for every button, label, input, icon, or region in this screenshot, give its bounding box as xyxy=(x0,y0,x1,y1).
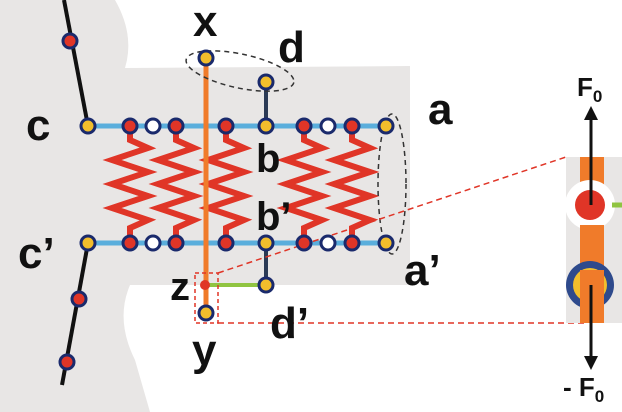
spring-group xyxy=(102,134,380,236)
node-red xyxy=(167,117,185,135)
node-red xyxy=(167,234,185,252)
node-white xyxy=(144,234,162,252)
force-arrow-up-head xyxy=(584,106,598,120)
node-red xyxy=(217,117,235,135)
node-dprime xyxy=(257,276,275,294)
node-white xyxy=(319,117,337,135)
node-red xyxy=(217,234,235,252)
zoom-line-top xyxy=(217,156,567,274)
label-force-bottom-sub: 0 xyxy=(595,387,604,406)
node-red xyxy=(121,234,139,252)
label-dprime: d’ xyxy=(270,299,309,348)
label-force-top-sub: 0 xyxy=(593,87,602,106)
node-aprime xyxy=(377,234,395,252)
zoom-box xyxy=(194,272,219,324)
dashed-ellipse-a xyxy=(377,113,407,255)
node-z xyxy=(200,280,210,290)
node-bprime xyxy=(257,234,275,252)
dashed-ellipse-xd xyxy=(185,50,295,92)
spring-2 xyxy=(148,134,204,236)
node-red xyxy=(121,117,139,135)
label-force-bottom-main: - F xyxy=(563,372,595,402)
force-arrow-down xyxy=(584,285,598,370)
node-d xyxy=(257,73,275,91)
zoom-inset xyxy=(565,157,622,323)
label-b: b xyxy=(256,137,280,181)
label-bprime: b’ xyxy=(256,195,292,239)
node-red xyxy=(295,234,313,252)
node-y xyxy=(197,304,215,322)
node-white xyxy=(319,234,337,252)
label-z: z xyxy=(170,265,190,309)
label-d: d xyxy=(278,23,305,72)
chain-node-red xyxy=(61,32,79,50)
label-force-top: F0 xyxy=(577,72,602,106)
label-c: c xyxy=(26,101,50,150)
spring-5 xyxy=(324,134,380,236)
label-y: y xyxy=(192,326,217,375)
spring-1 xyxy=(102,134,158,236)
force-arrow-down-head xyxy=(584,356,598,370)
node-cprime xyxy=(79,234,97,252)
label-force-top-main: F xyxy=(577,72,593,102)
chain-node-red xyxy=(70,290,88,308)
node-red xyxy=(295,117,313,135)
node-x xyxy=(197,49,215,67)
node-a xyxy=(377,117,395,135)
label-x: x xyxy=(193,0,218,46)
label-cprime: c’ xyxy=(18,229,55,278)
node-c xyxy=(79,117,97,135)
chain-top-left xyxy=(62,0,90,127)
label-a: a xyxy=(428,85,453,134)
node-red xyxy=(343,117,361,135)
label-force-bottom: - F0 xyxy=(563,372,604,406)
chain-node-red xyxy=(58,353,76,371)
node-red xyxy=(343,234,361,252)
node-b xyxy=(257,117,275,135)
spring-4 xyxy=(276,134,332,236)
force-arrow-up xyxy=(584,106,598,205)
label-aprime: a’ xyxy=(404,246,441,295)
node-white xyxy=(144,117,162,135)
